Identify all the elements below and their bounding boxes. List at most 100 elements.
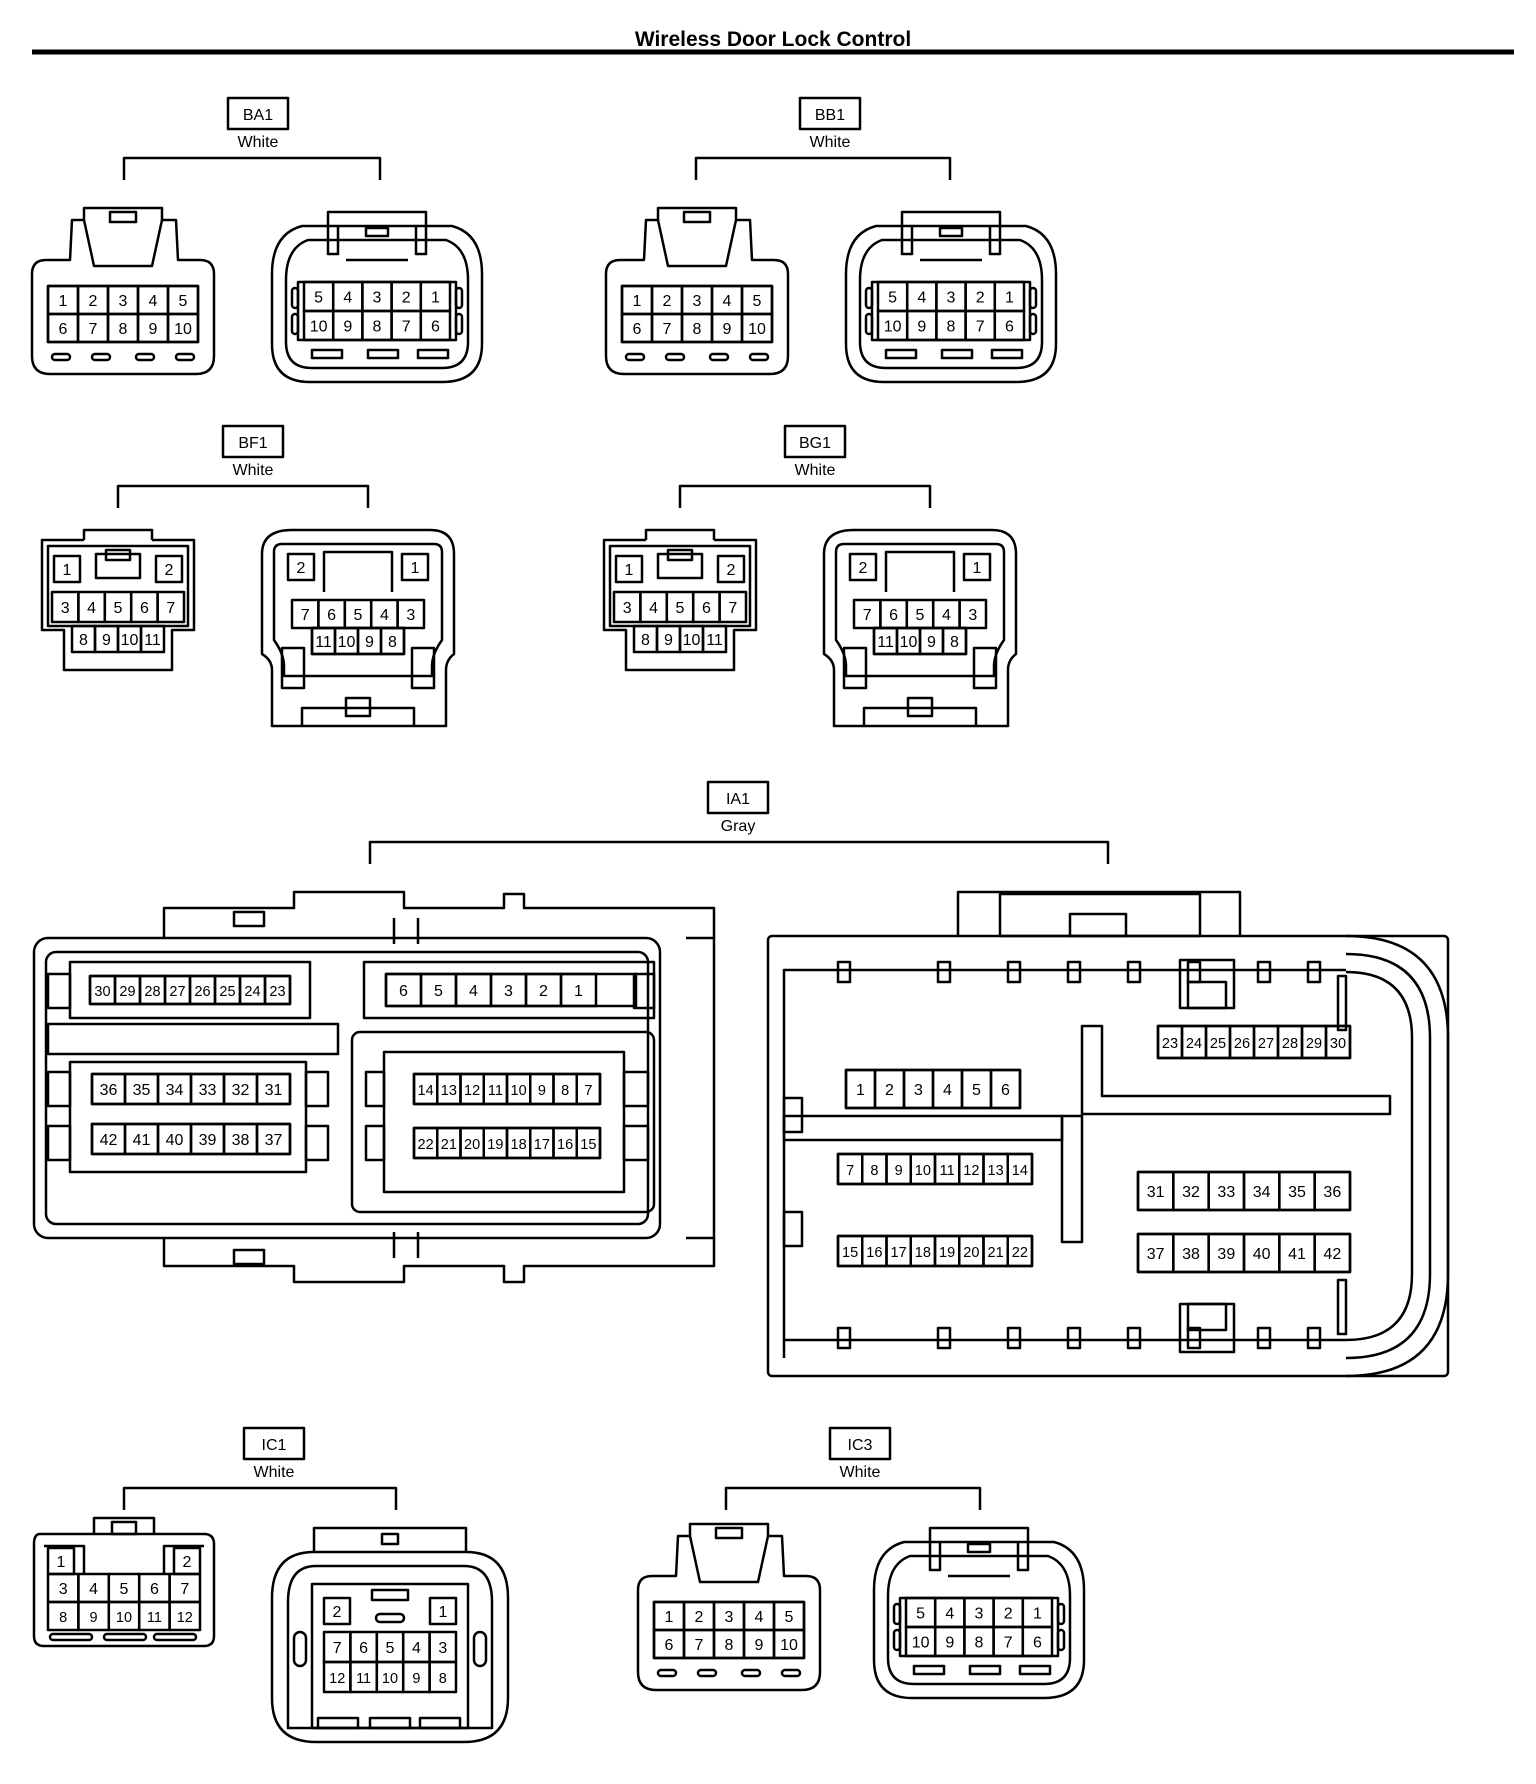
key-slot: [836, 1326, 852, 1350]
pin-cavity: [614, 554, 644, 584]
rib: [392, 1232, 420, 1258]
housing: [162, 890, 716, 938]
key-slot: [364, 1070, 386, 1108]
pin-number: 6: [140, 600, 149, 617]
latch-tab: [344, 696, 372, 718]
pin-number: 11: [147, 1610, 162, 1626]
latch-tab: [370, 1588, 410, 1602]
key-slot: [46, 1070, 72, 1108]
pin-number: 8: [870, 1163, 878, 1179]
pin-number: 31: [265, 1082, 283, 1099]
pin-number: 11: [315, 634, 332, 651]
pin-number: 5: [676, 600, 685, 617]
pin-number: 41: [1288, 1246, 1306, 1263]
pin-number: 8: [373, 319, 382, 336]
key-slot: [48, 1632, 94, 1642]
pin-number: 8: [641, 632, 650, 649]
pin-cavity: [52, 554, 82, 584]
latch-tab: [380, 1532, 400, 1546]
pin-cavity: [255, 1122, 292, 1156]
key-slot: [174, 352, 196, 362]
pin-number: 1: [57, 1554, 66, 1571]
pin-cavity: [139, 624, 166, 654]
pin-number: 2: [885, 1082, 894, 1099]
rib: [46, 1022, 340, 1056]
latch-tab: [714, 1526, 744, 1540]
pin-number: 7: [89, 321, 98, 338]
key-slot: [134, 352, 156, 362]
pin-number: 39: [199, 1132, 217, 1149]
pin-cavity: [168, 1600, 202, 1632]
pin-number: 4: [942, 607, 951, 624]
pin-number: 40: [1253, 1246, 1271, 1263]
housing: [30, 218, 216, 376]
key-slot: [990, 348, 1024, 360]
pin-number: 18: [511, 1137, 527, 1153]
latch: [928, 1526, 1030, 1572]
pin-number: 17: [891, 1245, 907, 1261]
pin-number: 35: [133, 1082, 151, 1099]
group-bracket: [122, 156, 382, 180]
pin-number: 10: [912, 1635, 930, 1652]
pin-cavity: [379, 626, 406, 656]
pin-cavity: [1021, 1625, 1054, 1658]
pin-number: 3: [725, 1609, 734, 1626]
pin-number: 7: [663, 321, 672, 338]
pin-number: 9: [895, 1163, 903, 1179]
rib: [392, 918, 420, 944]
key-slot: [622, 1070, 650, 1108]
pin-number: 5: [785, 1609, 794, 1626]
connector-color: White: [233, 462, 274, 479]
pin-number: 14: [418, 1083, 434, 1099]
pin-number: 2: [402, 290, 411, 307]
key-slot: [1126, 1326, 1142, 1350]
key-slot: [280, 646, 306, 690]
housing-inner: [272, 542, 444, 678]
housing-inner: [858, 238, 1044, 370]
key-slot: [1056, 1628, 1066, 1652]
latch: [656, 206, 738, 268]
pin-number: 23: [269, 984, 285, 1000]
pin-number: 34: [1253, 1184, 1271, 1201]
pin-number: 4: [943, 1082, 952, 1099]
housing-inner: [608, 544, 752, 628]
pin-number: 6: [1001, 1082, 1010, 1099]
pin-number: 18: [915, 1245, 931, 1261]
key-slot: [1186, 960, 1202, 984]
pin-number: 16: [866, 1245, 882, 1261]
key-slot: [1056, 1602, 1066, 1626]
pin-cavity: [1313, 1170, 1352, 1212]
pin-number: 9: [90, 1610, 98, 1626]
key-slot: [780, 1668, 802, 1678]
pin-number: 1: [439, 1604, 448, 1621]
latch: [326, 210, 428, 256]
pin-number: 2: [727, 562, 736, 579]
pin-number: 3: [373, 290, 382, 307]
pin-number: 4: [412, 1640, 421, 1657]
pin-number: 11: [488, 1083, 503, 1099]
pin-block: [382, 1050, 626, 1194]
connector-color: White: [840, 1464, 881, 1481]
pin-number: 7: [976, 319, 985, 336]
pin-number: 2: [1004, 1606, 1013, 1623]
pin-number: 3: [947, 290, 956, 307]
housing-inner: [834, 542, 1006, 678]
key-slot: [632, 972, 656, 1010]
latch: [884, 550, 956, 592]
pin-number: 38: [1182, 1246, 1200, 1263]
pin-number: 6: [150, 1581, 159, 1598]
housing-inner: [1345, 934, 1450, 1378]
pin-number: 1: [633, 293, 642, 310]
pin-number: 8: [388, 634, 397, 651]
pin-cavity: [400, 552, 430, 582]
group-bracket: [116, 484, 370, 508]
pin-number: 3: [119, 293, 128, 310]
key-slot: [454, 286, 464, 310]
pin-cavity: [575, 1126, 602, 1160]
group-bracket: [368, 840, 1110, 864]
pin-number: 5: [972, 1082, 981, 1099]
pin-number: 4: [649, 600, 658, 617]
